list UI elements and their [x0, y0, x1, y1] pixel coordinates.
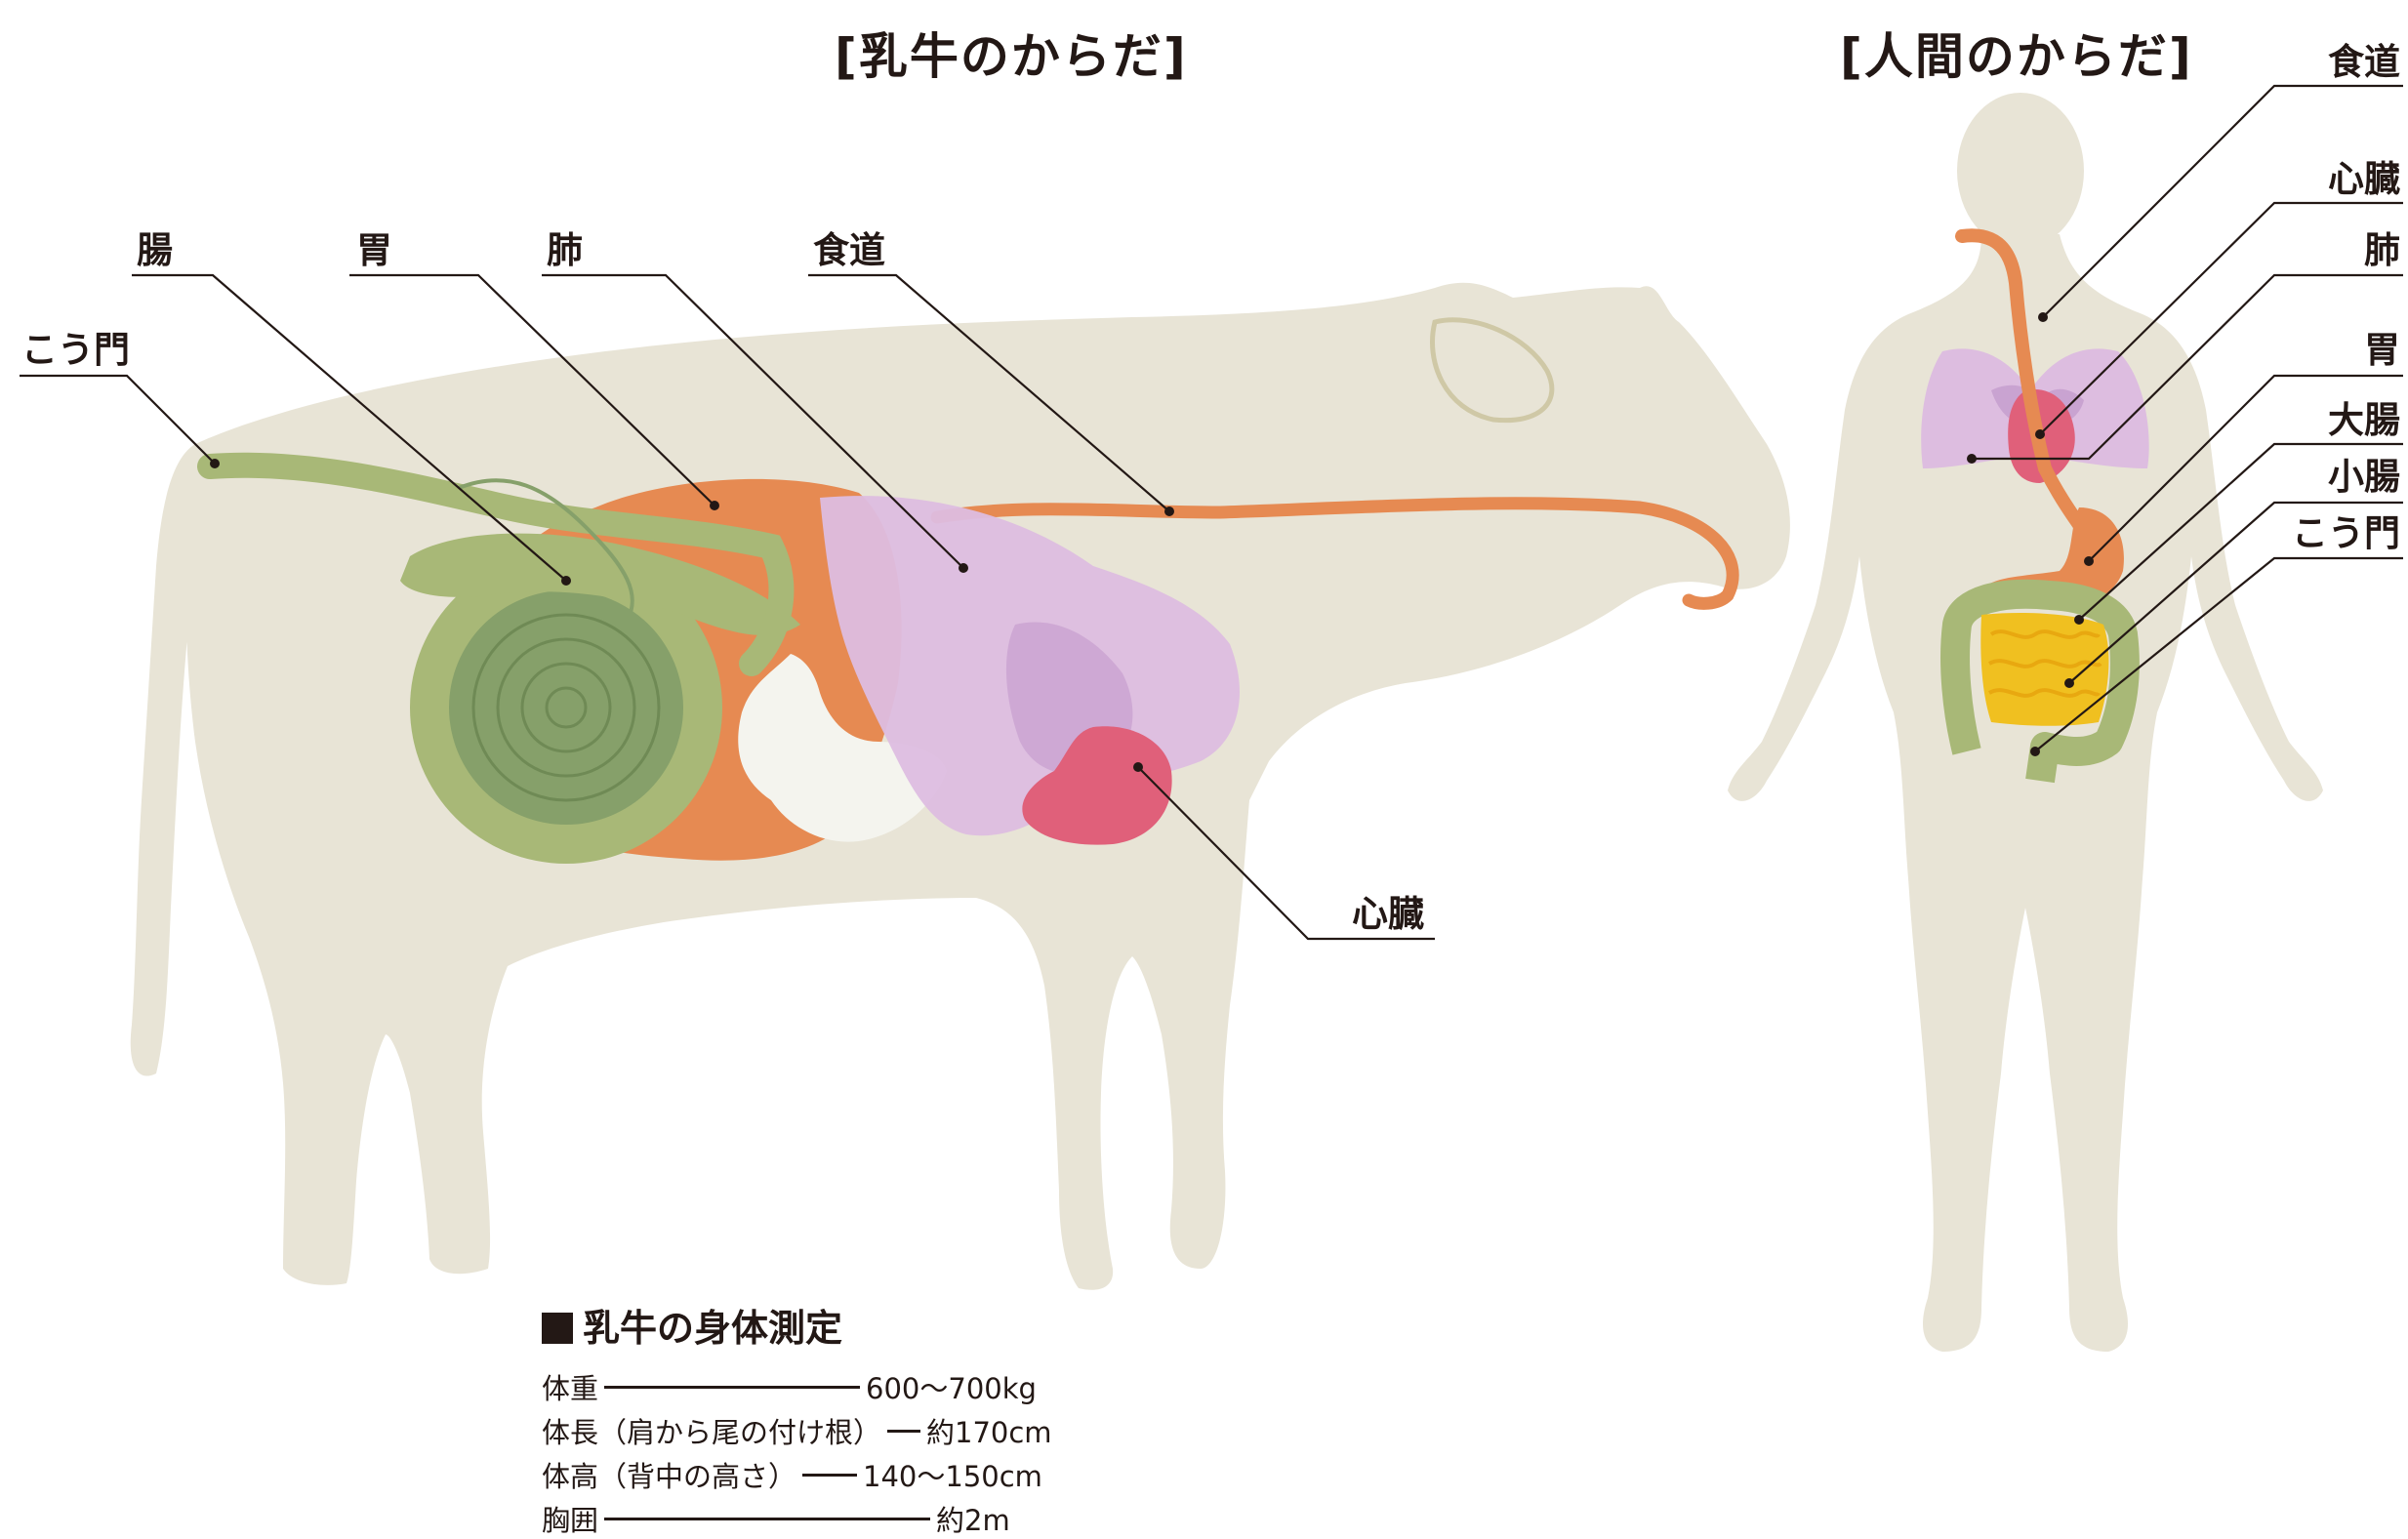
measurement-leader [604, 1518, 930, 1520]
measurement-value: 140〜150cm [863, 1454, 1042, 1495]
label-cow-pylorus: こう門 [21, 332, 130, 368]
leader-cow-pylorus [20, 376, 215, 464]
measurement-label: 体長（肩から尾の付け根） [542, 1410, 881, 1451]
label-human-esophagus: 食道 [2328, 44, 2400, 80]
label-human-heart: 心臓 [2328, 161, 2400, 197]
label-human-stomach: 胃 [2364, 332, 2400, 368]
measurement-heading: 乳牛の身体測定 [542, 1298, 842, 1352]
square-bullet-icon [542, 1313, 573, 1344]
human-title: [人間のからだ] [1840, 18, 2193, 88]
measurement-value: 600〜700kg [866, 1366, 1037, 1407]
measurement-row-weight: 体重 600〜700kg [542, 1366, 1037, 1407]
label-cow-heart: 心臓 [1352, 896, 1424, 932]
label-cow-intestine: 腸 [137, 232, 173, 268]
label-human-large-intestine: 大腸 [2328, 402, 2400, 438]
label-cow-stomach: 胃 [356, 232, 392, 268]
cow-intestine-coil-inner [449, 590, 683, 825]
measurement-value: 約170cm [926, 1410, 1052, 1451]
measurement-row-length: 体長（肩から尾の付け根） 約170cm [542, 1410, 1052, 1451]
cow-tail [131, 444, 205, 1076]
measurement-label: 体高（背中の高さ） [542, 1454, 796, 1495]
label-cow-lung: 肺 [547, 232, 583, 268]
measurement-heading-text: 乳牛の身体測定 [583, 1307, 842, 1350]
label-human-small-intestine: 小腸 [2328, 459, 2400, 495]
measurement-row-girth: 胸囲 約2m [542, 1498, 1010, 1539]
label-human-lung: 肺 [2364, 232, 2400, 268]
measurement-value: 約2m [936, 1498, 1010, 1539]
measurement-leader [887, 1430, 920, 1433]
label-human-pylorus: こう門 [2292, 515, 2400, 551]
leader-human-esophagus [2043, 86, 2403, 317]
measurement-label: 体重 [542, 1366, 598, 1407]
cow-title: [乳牛のからだ] [835, 18, 1188, 88]
human-head [1957, 93, 2084, 249]
measurement-leader [604, 1386, 860, 1389]
measurement-label: 胸囲 [542, 1498, 598, 1539]
measurement-leader [802, 1474, 857, 1477]
measurement-row-height: 体高（背中の高さ） 140〜150cm [542, 1454, 1042, 1495]
label-cow-esophagus: 食道 [813, 232, 885, 268]
